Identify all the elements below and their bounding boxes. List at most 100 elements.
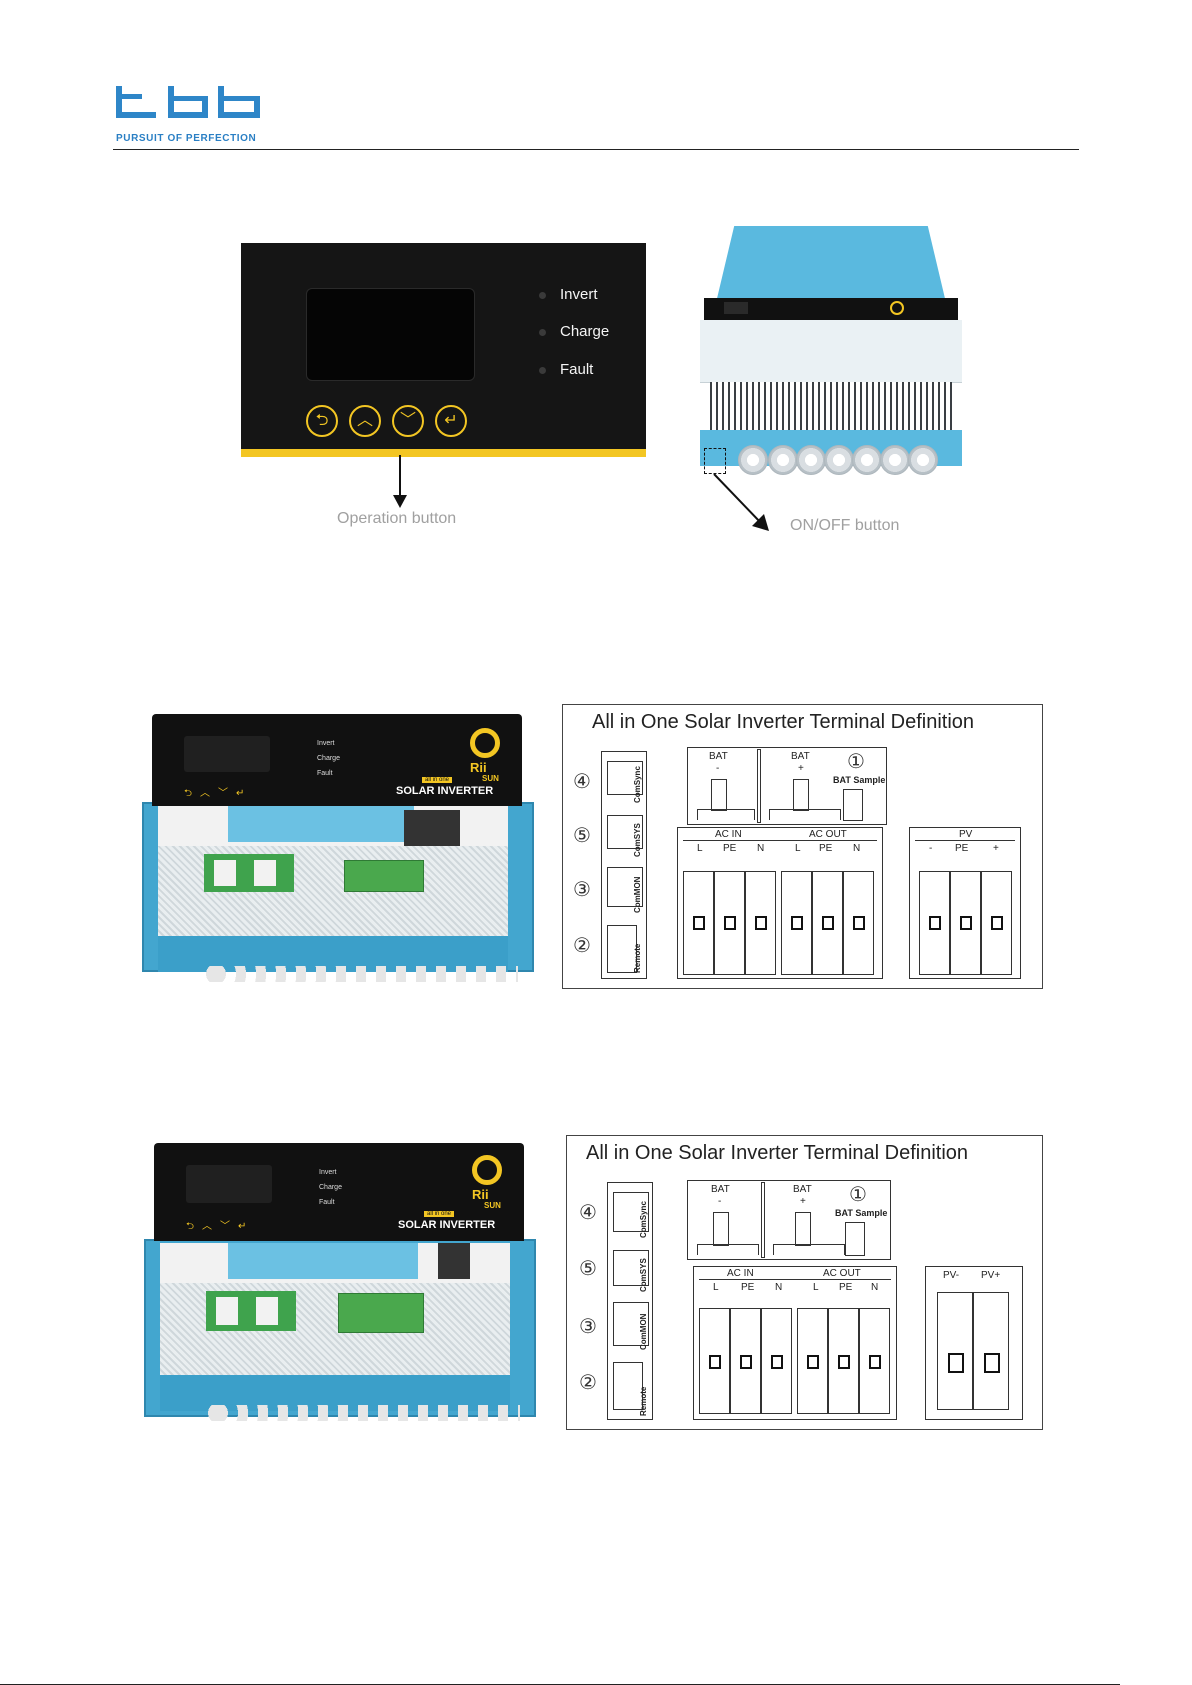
ac2-in-l: L [713, 1282, 719, 1293]
ac2-out-n: N [871, 1282, 879, 1293]
brand-rii-2: Rii [472, 1187, 489, 1202]
ac2-in-pe: PE [741, 1282, 755, 1293]
ac-in-label: AC IN [715, 829, 742, 840]
bat-pos-sign: + [798, 763, 804, 774]
lcd-screen [306, 288, 475, 381]
inverter-wiring-photo-2: ⮌︿﹀↵ Invert Charge Fault Rii SUN all in … [140, 1143, 540, 1423]
ac-out-n: N [853, 843, 861, 854]
comsync-label-2: ComSync [639, 1201, 648, 1238]
bat2-sample-label: BAT Sample [835, 1208, 888, 1218]
onoff-arrow [713, 473, 769, 531]
enter-icon: ↵ [444, 412, 458, 429]
ac2-in-n: N [775, 1282, 783, 1293]
terminal-diagram-2: All in One Solar Inverter Terminal Defin… [566, 1135, 1043, 1430]
inverter-wiring-photo-1: ⮌︿﹀↵ Invert Charge Fault Rii SUN all in … [138, 714, 538, 982]
face2-led-invert: Invert [319, 1169, 337, 1176]
comsync-port-2 [613, 1192, 649, 1232]
comsys-port-2 [613, 1250, 649, 1286]
bat2-neg-sign: - [718, 1196, 722, 1207]
back-button[interactable]: ⮌ [306, 405, 338, 437]
down-icon: ﹀ [399, 412, 416, 429]
port2-number-5: ⑤ [579, 1258, 597, 1280]
remote-port-2 [613, 1362, 643, 1410]
face-led-fault: Fault [317, 770, 333, 777]
back-icon: ⮌ [315, 412, 329, 429]
comsys-label: ComSYS [633, 823, 642, 857]
ac-in-pe: PE [723, 843, 737, 854]
all-in-one-badge: all in one [422, 777, 453, 783]
pv-pe: PE [955, 843, 969, 854]
up-icon: ︿ [356, 412, 373, 429]
bat-sample-terminal [843, 789, 863, 821]
face2-led-charge: Charge [319, 1184, 342, 1191]
header-rule [113, 149, 1079, 150]
port-number-4: ④ [573, 771, 591, 793]
brand-sun-2: SUN [484, 1201, 501, 1210]
all-in-one-badge-2: all in one [424, 1211, 455, 1217]
terminal-diagram-1: All in One Solar Inverter Terminal Defin… [562, 704, 1043, 989]
bat2-neg-label: BAT [711, 1184, 730, 1195]
charge-led [539, 329, 546, 336]
charge-label: Charge [560, 323, 610, 340]
battery-block-2 [687, 1180, 891, 1260]
brand-logo [116, 86, 262, 118]
operation-button-caption: Operation button [337, 510, 457, 527]
fault-label: Fault [560, 361, 594, 378]
invert-led [539, 292, 546, 299]
diagram-1-title: All in One Solar Inverter Terminal Defin… [592, 711, 975, 733]
product-name: SOLAR INVERTER [396, 785, 494, 797]
port-number-3: ③ [573, 879, 591, 901]
brand-emblem [470, 728, 500, 758]
bat2-pos-terminal [795, 1212, 811, 1246]
ac-block-2 [693, 1266, 897, 1420]
brand-emblem-2 [472, 1155, 502, 1185]
comsys-label-2: ComSYS [639, 1258, 648, 1292]
up-button[interactable]: ︿ [349, 405, 381, 437]
control-panel: ⮌ ︿ ﹀ ↵ Invert Charge Fault [241, 243, 646, 457]
comsync-label: ComSync [633, 766, 642, 803]
remote-port [607, 925, 637, 973]
ac-in-l: L [697, 843, 703, 854]
port2-number-2: ② [579, 1372, 597, 1394]
ac2-in-label: AC IN [727, 1268, 754, 1279]
ac-out-pe: PE [819, 843, 833, 854]
brand-sun: SUN [482, 774, 499, 783]
pv2-neg-label: PV- [943, 1270, 960, 1281]
commom-port-2 [613, 1302, 649, 1346]
down-button[interactable]: ﹀ [392, 405, 424, 437]
bat2-neg-terminal [713, 1212, 729, 1246]
ac-out-l: L [795, 843, 801, 854]
bat-neg-sign: - [716, 763, 720, 774]
comm-ports-block-2 [607, 1182, 653, 1420]
ac2-out-pe: PE [839, 1282, 853, 1293]
enter-button[interactable]: ↵ [435, 405, 467, 437]
brand-tagline: PURSUIT OF PERFECTION [116, 133, 257, 144]
port2-number-4: ④ [579, 1202, 597, 1224]
pv-block [909, 827, 1021, 979]
port-number-5: ⑤ [573, 825, 591, 847]
bat2-sample-number: ① [849, 1184, 867, 1206]
ac2-out-label: AC OUT [823, 1268, 861, 1279]
remote-label: Remote [633, 943, 642, 973]
pv-block-2 [925, 1266, 1023, 1420]
commom-port [607, 867, 643, 907]
pv-pos: + [993, 843, 999, 854]
bat2-pos-label: BAT [793, 1184, 812, 1195]
comsys-port [607, 815, 643, 849]
comsync-port [607, 761, 643, 795]
panel-yellow-strip [241, 449, 646, 457]
onoff-button-caption: ON/OFF button [790, 517, 900, 534]
battery-block [687, 747, 887, 825]
onoff-button[interactable] [704, 448, 726, 474]
ac-block [677, 827, 883, 979]
inverter-device-photo [700, 226, 962, 476]
invert-label: Invert [560, 286, 598, 303]
bat2-pos-sign: + [800, 1196, 806, 1207]
remote-label-2: Remote [639, 1386, 648, 1416]
port2-number-3: ③ [579, 1316, 597, 1338]
bat-sample-label: BAT Sample [833, 775, 886, 785]
comm-ports-block [601, 751, 647, 979]
face2-led-fault: Fault [319, 1199, 335, 1206]
pv-label: PV [959, 829, 973, 840]
ac-out-label: AC OUT [809, 829, 847, 840]
